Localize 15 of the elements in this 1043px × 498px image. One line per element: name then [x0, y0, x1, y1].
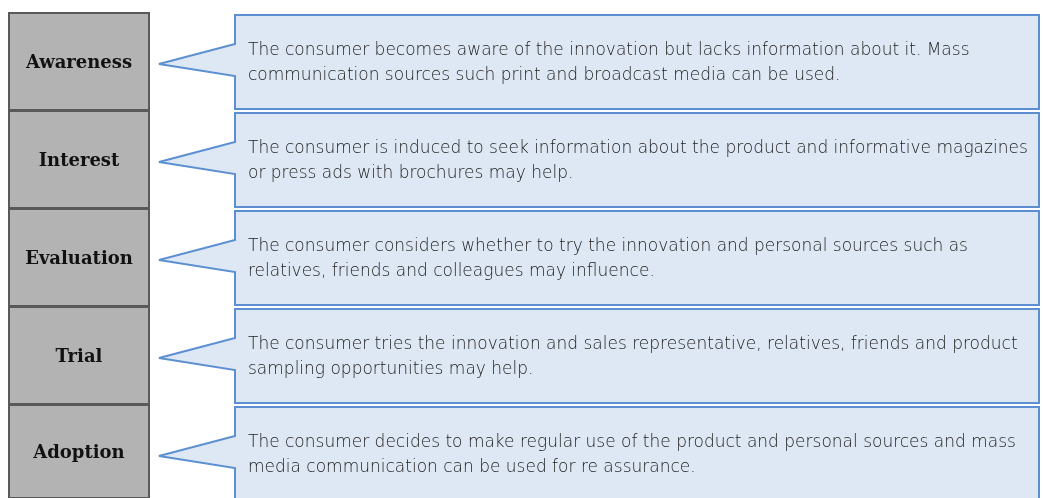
description-text: The consumer becomes aware of the innovation but lacks information about it. Mass communication sources such print and broadcast media can be used.	[248, 38, 971, 86]
stage-label: Adoption	[33, 441, 125, 462]
description-text: The consumer tries the innovation and sales representative, relatives, friends and product sampling opportunities may help.	[248, 332, 1019, 380]
stage-box	[8, 404, 150, 498]
stage-box	[8, 110, 150, 209]
stage-box	[8, 12, 150, 111]
description-text: The consumer is induced to seek information about the product and informative magazines or press ads with brochures may help.	[248, 136, 1029, 184]
stage-label: Evaluation	[25, 247, 133, 268]
description-text: The consumer decides to make regular use of the product and personal sources and mass media communication can be used for re assurance.	[248, 430, 1017, 478]
stage-label: Awareness	[25, 51, 133, 72]
stage-label: Trial	[55, 345, 103, 366]
stage-box	[8, 208, 150, 307]
stage-box	[8, 306, 150, 405]
description-text: The consumer considers whether to try the innovation and personal sources such as relatives, friends and colleagues may influence.	[248, 234, 969, 282]
stage-label: Interest	[38, 149, 120, 170]
